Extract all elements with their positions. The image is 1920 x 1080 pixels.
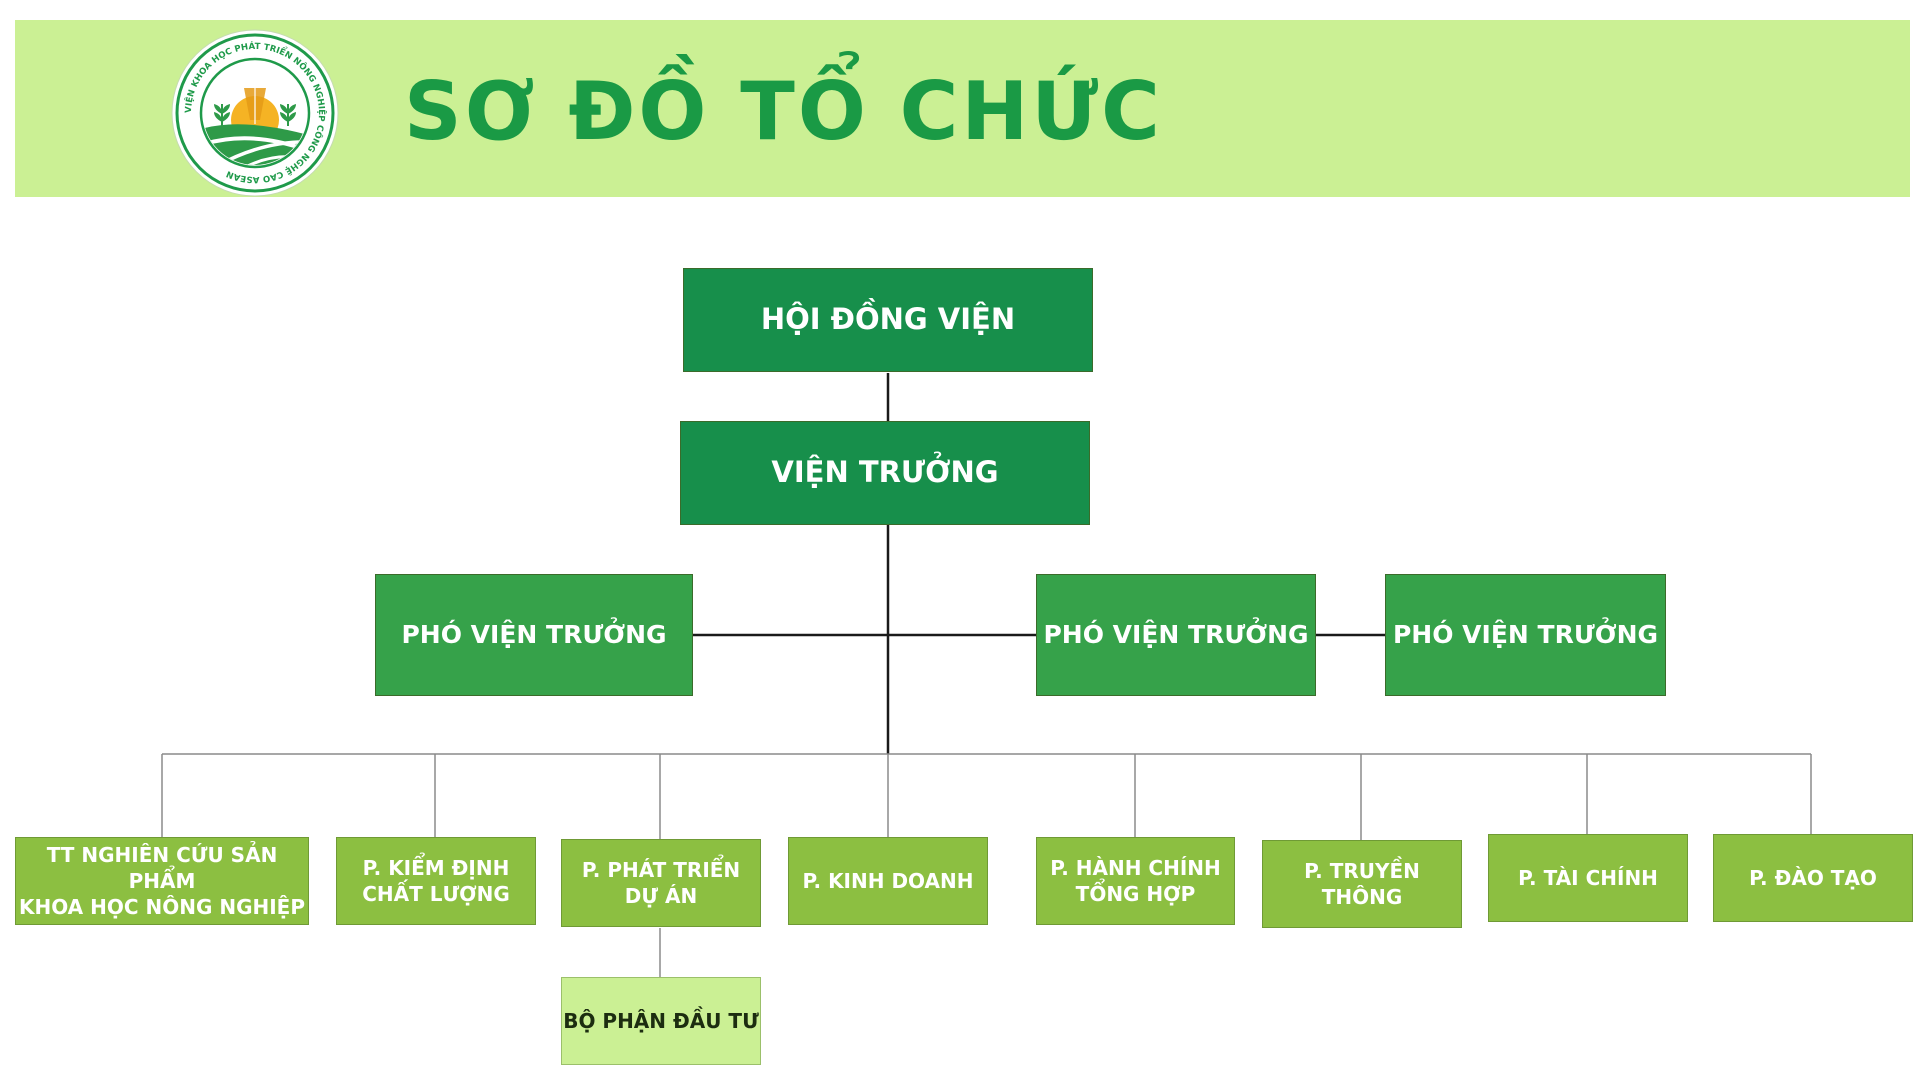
investment-unit-box[interactable]: BỘ PHẬN ĐẦU TƯ — [561, 977, 761, 1065]
department-label-line: P. ĐÀO TẠO — [1749, 866, 1877, 890]
deputy-director-box-3[interactable]: PHÓ VIỆN TRƯỞNG — [1385, 574, 1666, 696]
deputy-director-box-2[interactable]: PHÓ VIỆN TRƯỞNG — [1036, 574, 1316, 696]
page-title: SƠ ĐỒ TỔ CHỨC — [404, 65, 1163, 158]
department-box-administration[interactable]: P. HÀNH CHÍNH TỔNG HỢP — [1036, 837, 1235, 925]
department-box-training[interactable]: P. ĐÀO TẠO — [1713, 834, 1913, 922]
department-label-line: P. TÀI CHÍNH — [1518, 866, 1658, 890]
department-label-line: TỔNG HỢP — [1075, 882, 1196, 906]
department-label-line: DỰ ÁN — [624, 884, 698, 908]
department-label-line: CHẤT LƯỢNG — [362, 882, 510, 906]
department-box-finance[interactable]: P. TÀI CHÍNH — [1488, 834, 1688, 922]
department-box-research-center[interactable]: TT NGHIÊN CỨU SẢN PHẨM KHOA HỌC NÔNG NGH… — [15, 837, 309, 925]
department-label-line: P. TRUYỀN — [1304, 859, 1420, 883]
department-box-project-development[interactable]: P. PHÁT TRIỂN DỰ ÁN — [561, 839, 761, 927]
department-label-line: P. HÀNH CHÍNH — [1050, 856, 1221, 880]
department-label-line: P. KINH DOANH — [802, 869, 974, 893]
department-box-communications[interactable]: P. TRUYỀN THÔNG — [1262, 840, 1462, 928]
deputy-director-box-1[interactable]: PHÓ VIỆN TRƯỞNG — [375, 574, 693, 696]
institute-logo: VIỆN KHOA HỌC PHÁT TRIỂN NÔNG NGHIỆP CÔN… — [171, 29, 339, 197]
department-label-line: P. PHÁT TRIỂN — [581, 858, 741, 882]
department-box-quality-inspection[interactable]: P. KIỂM ĐỊNH CHẤT LƯỢNG — [336, 837, 536, 925]
department-label-line: TT NGHIÊN CỨU SẢN PHẨM — [46, 843, 278, 893]
council-box[interactable]: HỘI ĐỒNG VIỆN — [683, 268, 1093, 372]
director-box[interactable]: VIỆN TRƯỞNG — [680, 421, 1090, 525]
department-box-business[interactable]: P. KINH DOANH — [788, 837, 988, 925]
department-label-line: P. KIỂM ĐỊNH — [362, 856, 510, 880]
department-label-line: KHOA HỌC NÔNG NGHIỆP — [18, 895, 306, 919]
department-label-line: THÔNG — [1321, 885, 1403, 909]
